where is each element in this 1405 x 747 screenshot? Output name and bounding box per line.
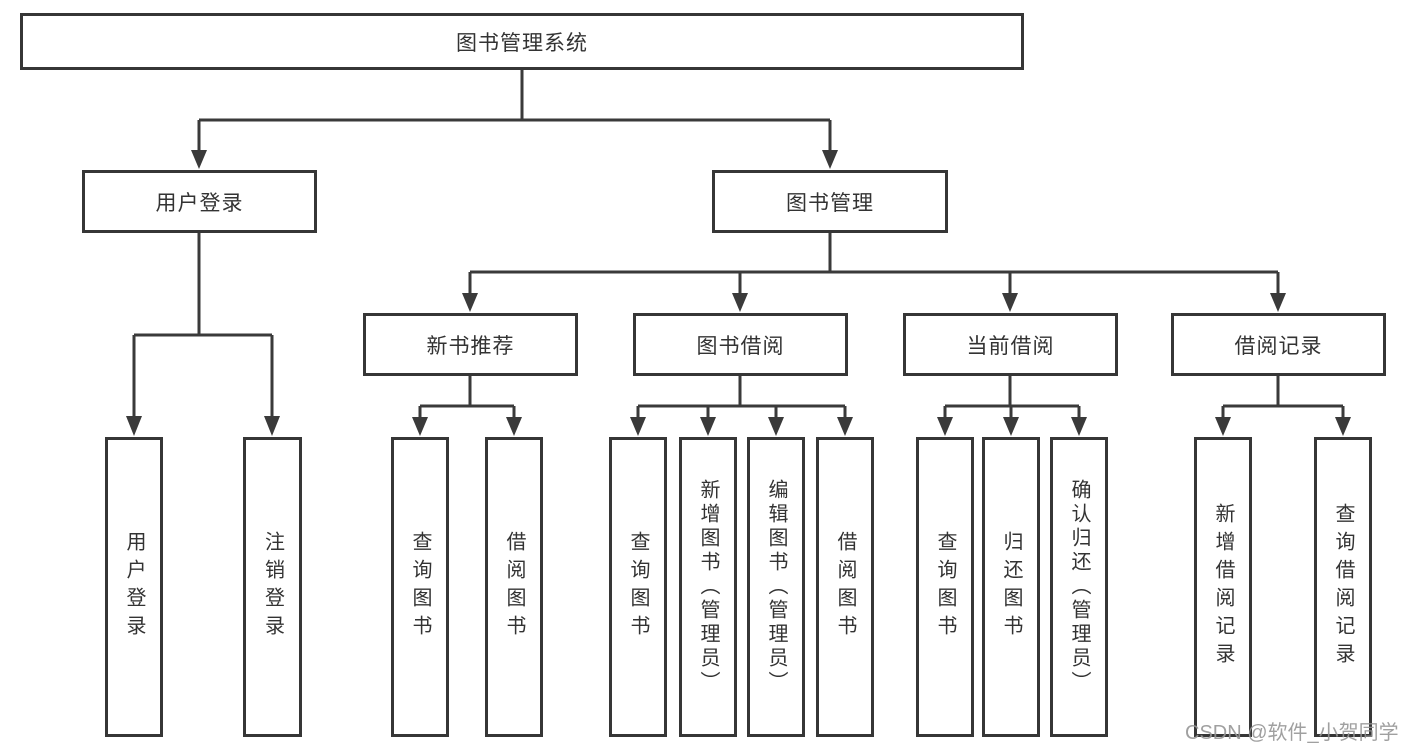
node-label: 编辑图书（管理员） [765, 479, 787, 695]
node-label: 图书管理系统 [456, 31, 588, 55]
leaf-query-books-recommend: 查询图书 [391, 437, 449, 737]
leaf-query-books-borrowing: 查询图书 [609, 437, 667, 737]
node-label: 新书推荐 [426, 334, 515, 358]
leaf-borrow-books: 借阅图书 [816, 437, 874, 737]
leaf-return-books: 归还图书 [982, 437, 1040, 737]
node-system-root: 图书管理系统 [20, 13, 1024, 70]
node-label: 新增图书（管理员） [697, 479, 719, 695]
leaf-borrow-books-recommend: 借阅图书 [485, 437, 543, 737]
node-label: 图书借阅 [696, 334, 785, 358]
node-book-management: 图书管理 [712, 170, 948, 233]
node-current-borrowing: 当前借阅 [903, 313, 1118, 376]
node-label: 新增借阅记录 [1212, 503, 1234, 671]
leaf-edit-books-admin: 编辑图书（管理员） [747, 437, 805, 737]
csdn-watermark: CSDN @软件_小贺同学 [1185, 722, 1399, 744]
node-label: 当前借阅 [966, 334, 1055, 358]
node-label: 确认归还（管理员） [1068, 479, 1090, 695]
node-label: 借阅图书 [834, 531, 856, 643]
node-label: 查询图书 [627, 531, 649, 643]
leaf-confirm-return-admin: 确认归还（管理员） [1050, 437, 1108, 737]
node-label: 借阅图书 [503, 531, 525, 643]
node-label: 借阅记录 [1234, 334, 1323, 358]
node-book-borrowing: 图书借阅 [633, 313, 848, 376]
node-label: 归还图书 [1000, 531, 1022, 643]
leaf-query-books-current: 查询图书 [916, 437, 974, 737]
leaf-user-login: 用户登录 [105, 437, 163, 737]
node-new-book-recommendation: 新书推荐 [363, 313, 578, 376]
leaf-add-borrow-record: 新增借阅记录 [1194, 437, 1252, 737]
node-label: 注销登录 [261, 531, 284, 643]
node-label: 查询图书 [934, 531, 956, 643]
node-borrowing-records: 借阅记录 [1171, 313, 1386, 376]
node-user-login: 用户登录 [82, 170, 317, 233]
node-label: 用户登录 [155, 191, 244, 215]
node-label: 用户登录 [123, 531, 145, 643]
leaf-add-books-admin: 新增图书（管理员） [679, 437, 737, 737]
leaf-query-borrow-record: 查询借阅记录 [1314, 437, 1372, 737]
node-label: 图书管理 [786, 191, 874, 215]
leaf-logout: 注销登录 [243, 437, 302, 737]
node-label: 查询借阅记录 [1332, 503, 1354, 671]
node-label: 查询图书 [409, 531, 431, 643]
